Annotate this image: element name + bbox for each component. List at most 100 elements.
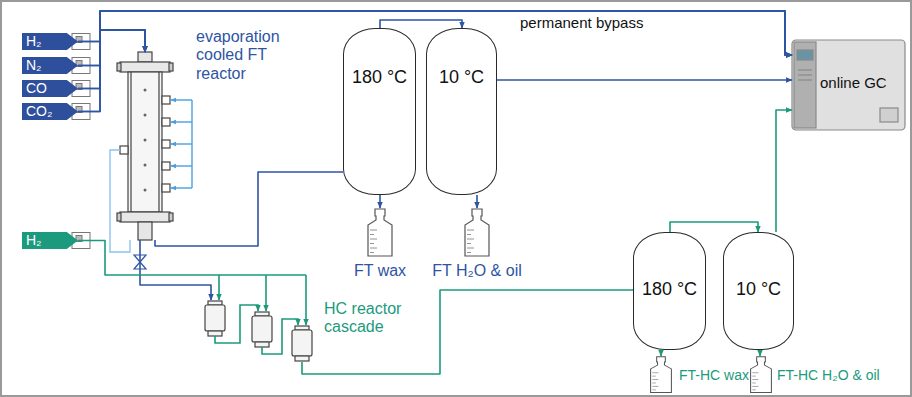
hydrogen-branches [219, 274, 306, 276]
hydrogen-branches [305, 275, 307, 325]
cooling-circuit [171, 121, 192, 122]
hc-reactors [255, 342, 269, 347]
gas-feed-tag: H₂ [22, 232, 78, 249]
gas-feed-tag: CO [22, 80, 78, 97]
ft-reactor-drawing [120, 146, 128, 154]
gc-instrument [798, 74, 812, 75]
node-text: 180 °C [634, 279, 705, 300]
hydrogen-branches [265, 275, 267, 311]
cooling-circuit [171, 165, 192, 166]
ft-reactor-drawing [144, 89, 147, 192]
node-label: FT-HC H₂O & oil [777, 367, 880, 383]
ft-reactor-drawing [158, 72, 159, 212]
cascade-interconnects [262, 319, 298, 354]
collection-bottle: FT-HC H₂O & oil [748, 356, 774, 394]
node-text: 180 °C [344, 67, 415, 88]
cooling-circuit [110, 150, 130, 252]
ft-reactor-drawing [162, 118, 170, 126]
ft-reactor-drawing [169, 63, 173, 71]
separator-vessel: 180 °C [633, 232, 706, 350]
flow-line [155, 172, 343, 246]
gas-feed-tag: H₂ [22, 33, 78, 50]
node-text: online GC [820, 74, 911, 91]
online-gc: online GC [792, 40, 911, 130]
separator-vessel: 10 °C [426, 28, 497, 195]
hc-reactor-cascade: HC reactor cascade [200, 300, 316, 362]
node-label: FT H₂O & oil [422, 262, 532, 280]
bottle-drawing [365, 208, 395, 258]
ft-reactor-drawing [162, 96, 170, 104]
separator-vessel: 10 °C [723, 232, 794, 350]
ft-reactor-drawing [117, 63, 121, 71]
collection-bottle: FT-HC wax [648, 356, 674, 394]
line-label: permanent bypass [518, 14, 645, 31]
node-text: 10 °C [724, 279, 793, 300]
node-text: CO [26, 80, 78, 97]
ft-reactor-drawing [120, 62, 170, 72]
hc-reactors [292, 330, 312, 356]
gas-feed-tag: N₂ [22, 57, 78, 74]
ft-reactor-drawing [162, 162, 170, 170]
flow-line [140, 240, 211, 300]
ft-reactor-drawing [117, 52, 173, 240]
node-label: FT wax [325, 262, 435, 280]
cooling-circuit [171, 187, 192, 188]
gc-instrument [880, 108, 898, 122]
gc-instrument [798, 79, 812, 80]
node-text: 10 °C [427, 67, 496, 88]
collection-bottle: FT H₂O & oil [462, 208, 492, 258]
flow-line [497, 79, 792, 81]
ft-reactor-drawing [144, 89, 147, 92]
flow-line [759, 350, 761, 356]
node-label: evaporation cooled FT reactor [196, 28, 296, 83]
flow-line [380, 20, 462, 28]
separator-vessel: 180 °C [343, 28, 416, 195]
gas-feed-tag: CO₂ [22, 103, 78, 120]
gc-instrument [797, 50, 813, 60]
cooling-circuit [110, 100, 192, 252]
ft-reactor-drawing [117, 213, 121, 221]
node-text: N₂ [26, 57, 78, 74]
cascade-interconnects [215, 305, 298, 354]
flow-line [78, 30, 145, 66]
cooling-circuit [171, 99, 192, 100]
ft-reactor-drawing [120, 212, 170, 222]
hc-reactors [205, 301, 312, 361]
node-label: HC reactor cascade [324, 300, 416, 337]
ft-reactor: evaporation cooled FT reactor [118, 52, 172, 240]
ft-reactor-drawing [130, 72, 131, 212]
node-text: CO₂ [26, 103, 78, 120]
flow-line [78, 30, 145, 89]
node-label: FT-HC wax [679, 367, 749, 383]
bottle-drawing [648, 356, 674, 394]
hc-reactors [208, 331, 222, 336]
flow-line [78, 241, 219, 301]
bottle-drawing [462, 208, 492, 258]
ft-reactor-drawing [144, 189, 147, 192]
node-text: H₂ [26, 232, 78, 249]
bottle-drawing [748, 356, 774, 394]
flow-line [660, 350, 662, 356]
ft-reactor-drawing [144, 114, 147, 117]
flow-line [302, 290, 633, 374]
ft-reactor-drawing [162, 184, 170, 192]
ft-reactor-drawing [162, 140, 170, 148]
ft-reactor-drawing [138, 222, 152, 240]
cooling-circuit [171, 143, 192, 144]
gc-instrument [794, 42, 816, 128]
flow-line [776, 110, 792, 232]
ft-reactor-drawing [128, 72, 162, 212]
hc-reactors [295, 356, 309, 361]
flow-line [476, 195, 478, 208]
hc-reactors [205, 305, 225, 331]
ft-reactor-drawing [144, 164, 147, 167]
flow-line [670, 222, 758, 232]
flow-line [379, 195, 381, 208]
ft-reactor-drawing [138, 52, 152, 62]
ft-reactor-drawing [169, 213, 173, 221]
node-text: H₂ [26, 33, 78, 50]
collection-bottle: FT wax [365, 208, 395, 258]
cascade-interconnects [215, 305, 258, 343]
